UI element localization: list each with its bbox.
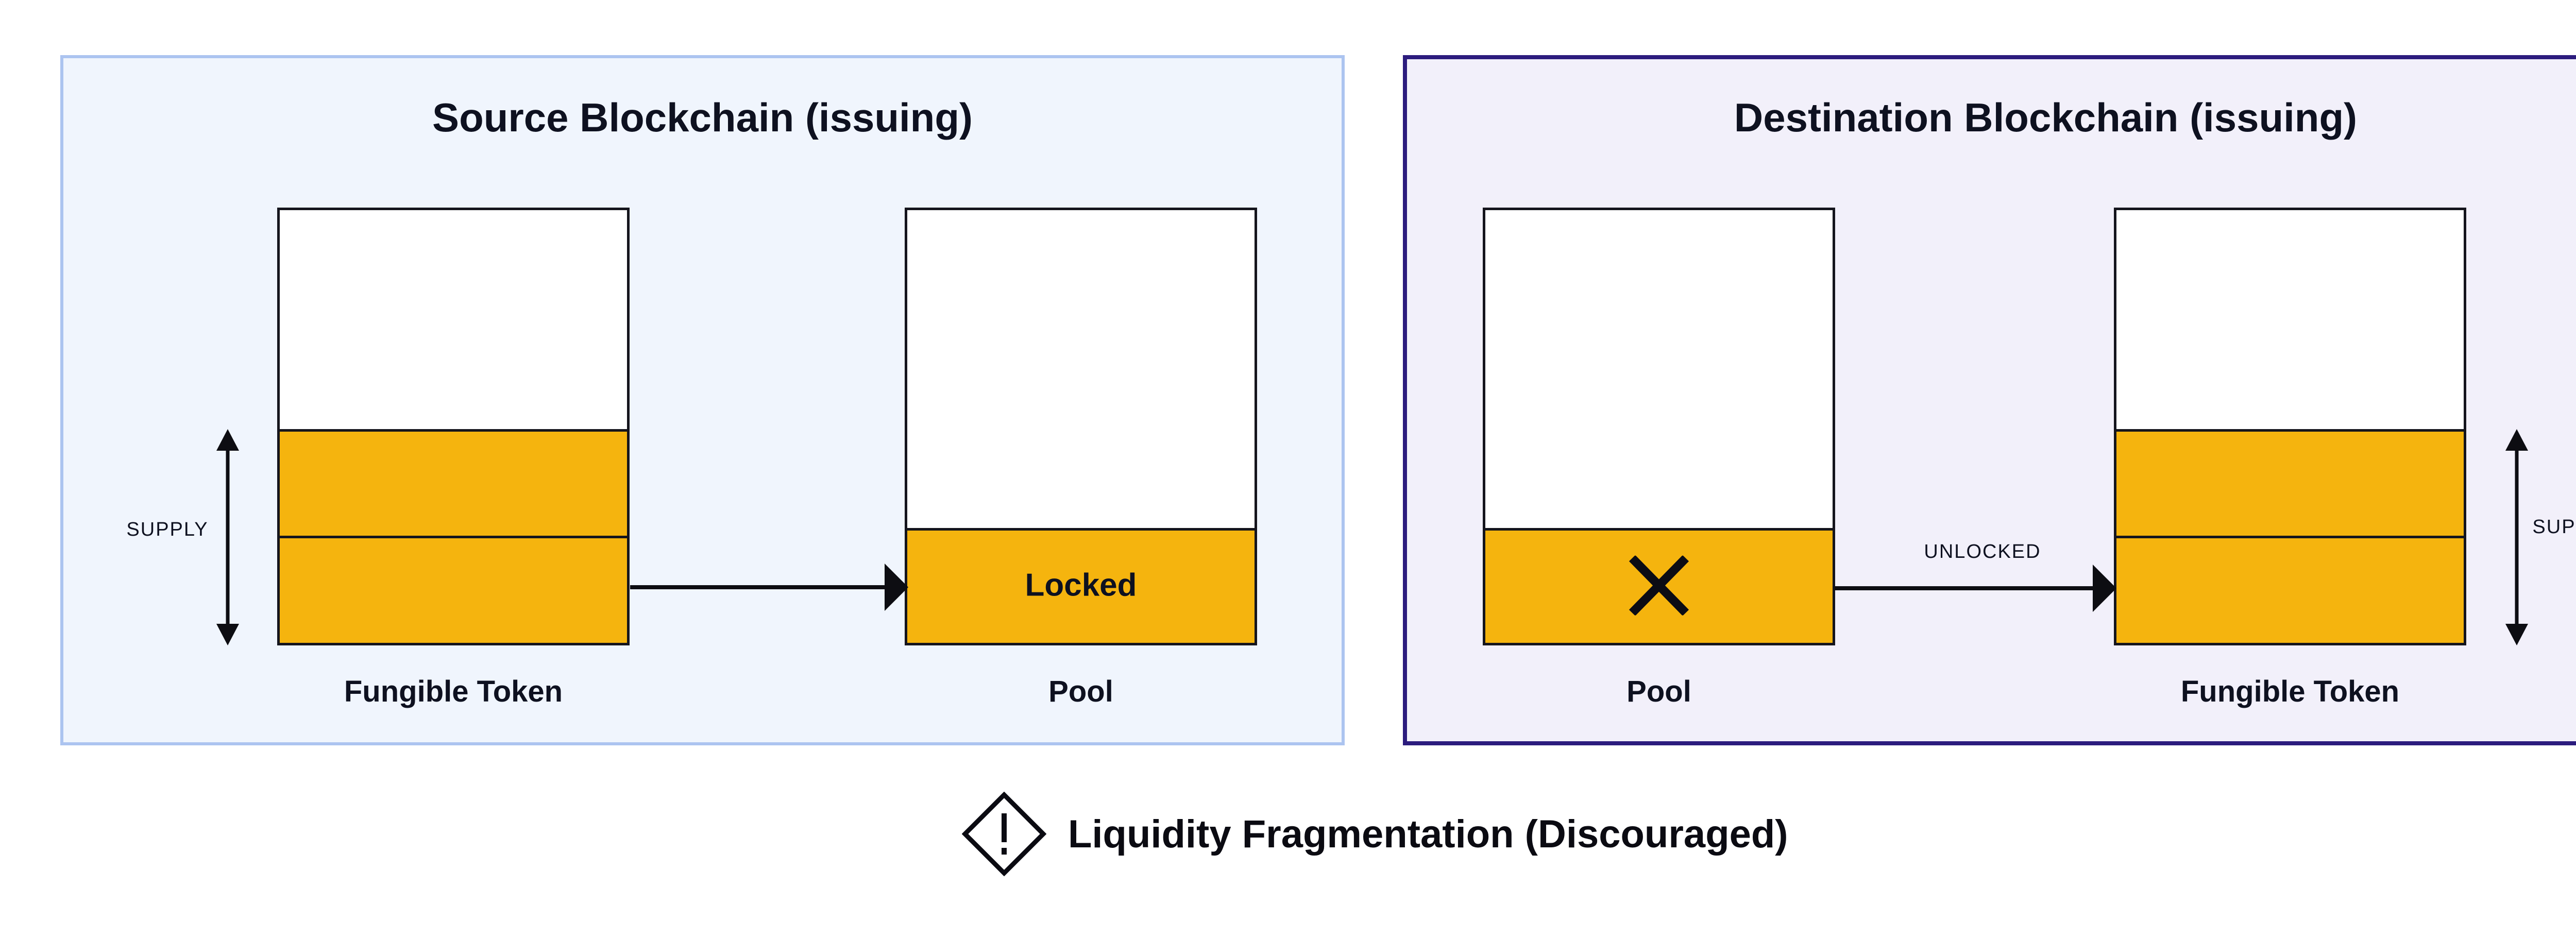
dest-supply-label: SUPPLY: [2532, 516, 2576, 538]
source-token-label: Fungible Token: [344, 675, 563, 708]
source-panel-title: Source Blockchain (issuing): [432, 95, 973, 140]
dest-pool-fill: [1485, 528, 1833, 643]
unlocked-arrow-label: UNLOCKED: [1924, 541, 2041, 562]
source-supply-label: SUPPLY: [126, 519, 209, 540]
warning-diamond-icon: [961, 791, 1047, 879]
dest-fungible-token-bar: [2114, 208, 2466, 645]
source-pool-bar: Locked: [905, 208, 1257, 645]
locked-label: Locked: [1025, 567, 1137, 603]
dest-pool-label: Pool: [1626, 675, 1691, 708]
unlock-transfer-arrow-icon: [1835, 565, 2116, 612]
supply-range-arrow-icon: [216, 429, 239, 645]
dest-panel-title: Destination Blockchain (issuing): [1734, 95, 2358, 140]
cross-icon: [1627, 555, 1691, 616]
source-token-supply-fill: [280, 429, 627, 643]
source-pool-locked-fill: Locked: [907, 528, 1255, 643]
caption-text: Liquidity Fragmentation (Discouraged): [1068, 812, 1788, 856]
dest-pool-bar: [1483, 208, 1835, 645]
source-fungible-token-bar: [277, 208, 630, 645]
token-fill-divider: [2116, 536, 2464, 538]
token-fill-divider: [280, 536, 627, 538]
source-pool-label: Pool: [1048, 675, 1113, 708]
dest-token-label: Fungible Token: [2180, 675, 2400, 708]
lock-transfer-arrow-icon: [630, 564, 908, 611]
supply-range-arrow-icon: [2505, 429, 2528, 645]
dest-token-supply-fill: [2116, 429, 2464, 643]
